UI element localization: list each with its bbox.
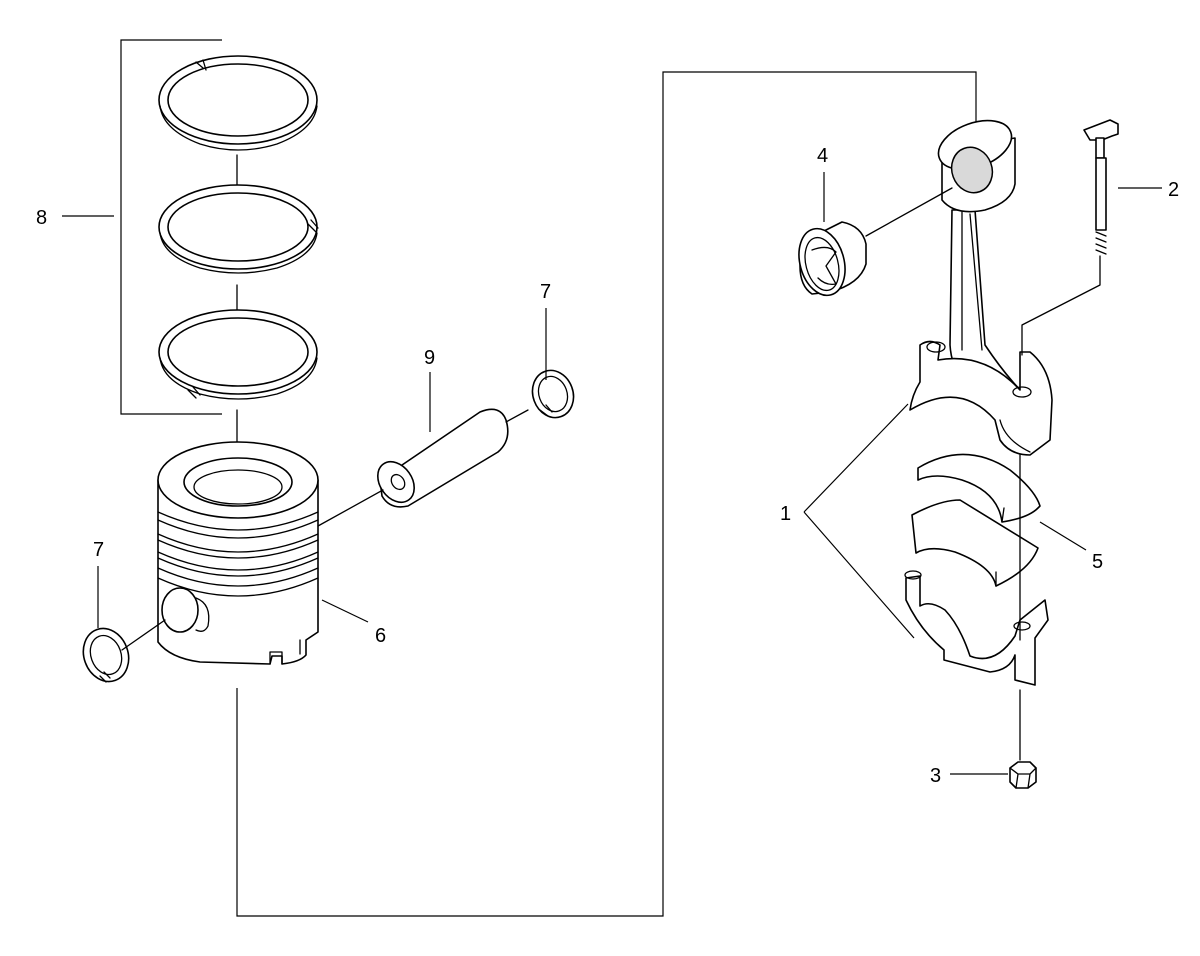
callout-6: 6: [375, 625, 386, 647]
callout-4: 4: [817, 145, 828, 167]
callout-2: 2: [1168, 179, 1179, 201]
callout-9: 9: [424, 347, 435, 369]
connecting-rod-cap: [904, 570, 1049, 686]
leader-lines: [62, 172, 1162, 775]
callout-8: 8: [36, 207, 47, 229]
connecting-rod-bolt: [1019, 119, 1119, 761]
snap-ring-left: [82, 619, 166, 683]
piston-pin: [317, 408, 529, 527]
small-end-bushing: [798, 187, 953, 297]
piston-ring-set: [158, 55, 319, 489]
callout-7-left: 7: [93, 539, 104, 561]
snap-ring-right: [531, 369, 575, 419]
callout-5: 5: [1092, 551, 1103, 573]
connecting-rod-nut: [1009, 761, 1037, 789]
callout-labels: 8 9 7 7 6 4 2 1 5 3: [36, 145, 1179, 787]
assembly-frame-lines: [120, 39, 977, 917]
callout-7-right: 7: [540, 281, 551, 303]
piston-ring-bottom: [158, 309, 318, 400]
callout-3: 3: [930, 765, 941, 787]
bearing-shells: [911, 453, 1041, 587]
piston-ring-middle: [158, 184, 319, 274]
piston-ring-top: [158, 55, 318, 151]
connecting-rod: [909, 119, 1053, 456]
callout-1: 1: [780, 503, 791, 525]
piston: [157, 441, 319, 665]
